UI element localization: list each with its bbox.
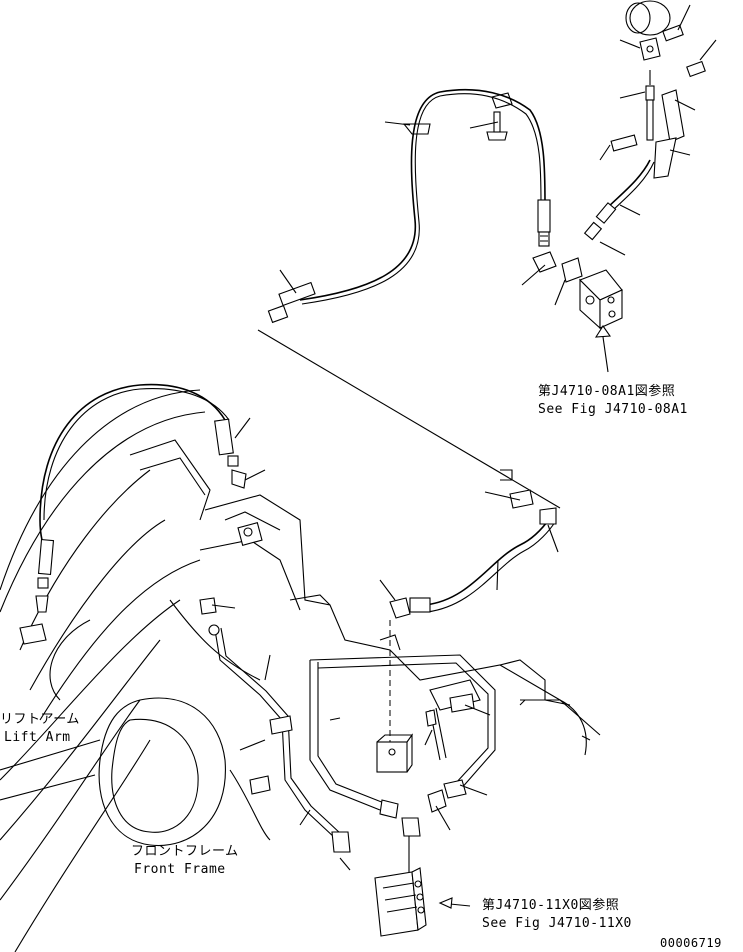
reference-top-english: See Fig J4710-08A1 bbox=[538, 402, 688, 417]
callout-leaders bbox=[211, 4, 717, 871]
front-frame bbox=[0, 494, 601, 847]
reference-bottom-english: See Fig J4710-11X0 bbox=[482, 916, 632, 931]
lift-arm bbox=[0, 389, 211, 952]
lift-arm-label-japanese: リフトアーム bbox=[0, 712, 80, 727]
pipe-routing bbox=[199, 469, 513, 880]
leader-line bbox=[257, 329, 561, 509]
drawing-number: 00006719 bbox=[660, 936, 722, 950]
gauge-assembly bbox=[583, 0, 706, 241]
front-frame-label-japanese: フロントフレーム bbox=[131, 844, 239, 859]
front-frame-label-english: Front Frame bbox=[134, 862, 226, 877]
manifold bbox=[374, 867, 471, 937]
lift-arm-hose bbox=[19, 383, 247, 645]
valve-block bbox=[532, 251, 623, 373]
reference-top-japanese: 第J4710-08A1図参照 bbox=[538, 384, 676, 399]
lift-arm-label-english: Lift Arm bbox=[4, 730, 71, 745]
reference-bottom-japanese: 第J4710-11X0図参照 bbox=[482, 898, 620, 913]
middle-hose bbox=[389, 489, 557, 619]
upper-hose bbox=[267, 88, 551, 324]
